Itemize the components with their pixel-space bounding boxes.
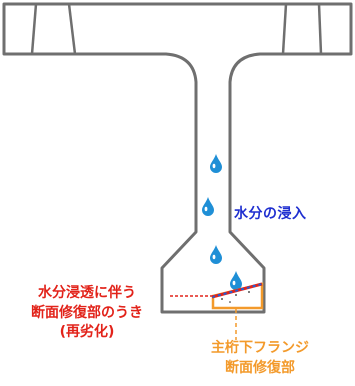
- water-drop-highlight: [204, 206, 208, 212]
- water-drop-icon: [210, 245, 222, 264]
- floating-label-line2: 断面修復部のうき: [31, 304, 143, 321]
- floating-label-line3: (再劣化): [59, 324, 115, 340]
- water-drop-highlight: [232, 280, 236, 286]
- deck-rib-line: [30, 3, 38, 55]
- water-drop-icon: [202, 197, 214, 216]
- water-drop-icon: [230, 271, 242, 290]
- flange-label-line2: 断面修復部: [225, 359, 295, 376]
- floating-water-line: [211, 283, 263, 298]
- water-drop-icon: [210, 154, 222, 173]
- floating-label-line1: 水分浸透に伴う: [38, 285, 136, 301]
- water-drop-highlight: [212, 163, 216, 169]
- water-drop-highlight: [212, 254, 216, 260]
- flange-label-line1: 主桁下フランジ: [211, 340, 309, 356]
- deck-rib-line: [317, 3, 323, 55]
- repair-mark: [248, 291, 250, 293]
- deck-rib-line: [281, 3, 288, 55]
- flange-repair-label: 主桁下フランジ 断面修復部: [186, 339, 334, 378]
- water-ingress-label: 水分の浸入: [234, 206, 307, 222]
- floating-deterioration-label: 水分浸透に伴う 断面修復部のうき (再劣化): [4, 284, 170, 343]
- repair-mark: [221, 298, 223, 300]
- water-drops: [202, 154, 242, 290]
- deck-rib-line: [67, 3, 77, 55]
- repair-mark: [229, 301, 231, 303]
- girder-outline: [2, 2, 353, 314]
- repair-mark: [235, 294, 237, 296]
